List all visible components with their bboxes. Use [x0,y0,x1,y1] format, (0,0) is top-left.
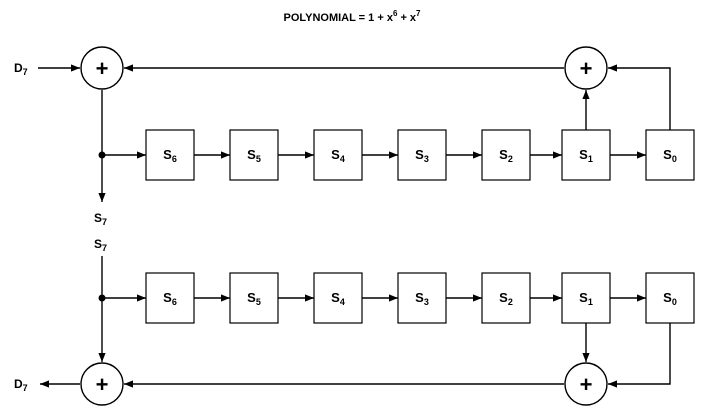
scrambler-input-label: D7 [14,61,28,77]
register-s3: S3 [397,272,447,324]
register-s4: S4 [313,129,363,181]
register-label: S4 [331,147,345,164]
scrambler-s7-label: S7 [94,211,107,227]
register-label: S3 [415,290,429,307]
register-s3: S3 [397,129,447,181]
register-label: S0 [663,290,677,307]
register-label: S3 [415,147,429,164]
xor-plus-right: + [580,372,593,397]
register-label: S0 [663,147,677,164]
register-s0: S0 [645,272,695,324]
register-s5: S5 [229,129,279,181]
register-label: S2 [499,290,513,307]
register-label: S2 [499,147,513,164]
register-s1: S1 [561,129,611,181]
register-label: S1 [579,290,593,307]
register-label: S4 [331,290,345,307]
register-label: S1 [579,147,593,164]
descrambler-section: S7 S6 S5 S4 S3 S2 [14,237,695,406]
xor-gate-right [564,46,608,90]
register-s0: S0 [645,129,695,181]
xor-plus-left: + [96,372,109,397]
register-s4: S4 [313,272,363,324]
register-label: S6 [163,147,177,164]
register-s2: S2 [481,129,531,181]
xor-gate-left [80,362,124,406]
polynomial-title: POLYNOMIAL = 1 + x6 + x7 [284,9,422,24]
register-s2: S2 [481,272,531,324]
register-s5: S5 [229,272,279,324]
descrambler-s7-label: S7 [94,237,107,253]
register-label: S5 [247,147,261,164]
s0-tap-wire [608,64,671,130]
s0-tap-wire [608,323,671,388]
xor-plus-left: + [96,56,109,81]
xor-plus-right: + [580,56,593,81]
descrambler-output-label: D7 [14,377,28,393]
register-label: S6 [163,290,177,307]
xor-gate-right [564,362,608,406]
register-label: S5 [247,290,261,307]
register-s6: S6 [145,129,195,181]
register-s1: S1 [561,272,611,324]
xor-gate-left [80,46,124,90]
register-s6: S6 [145,272,195,324]
scrambler-section: D7 + + S7 S6 S5 [14,46,695,227]
